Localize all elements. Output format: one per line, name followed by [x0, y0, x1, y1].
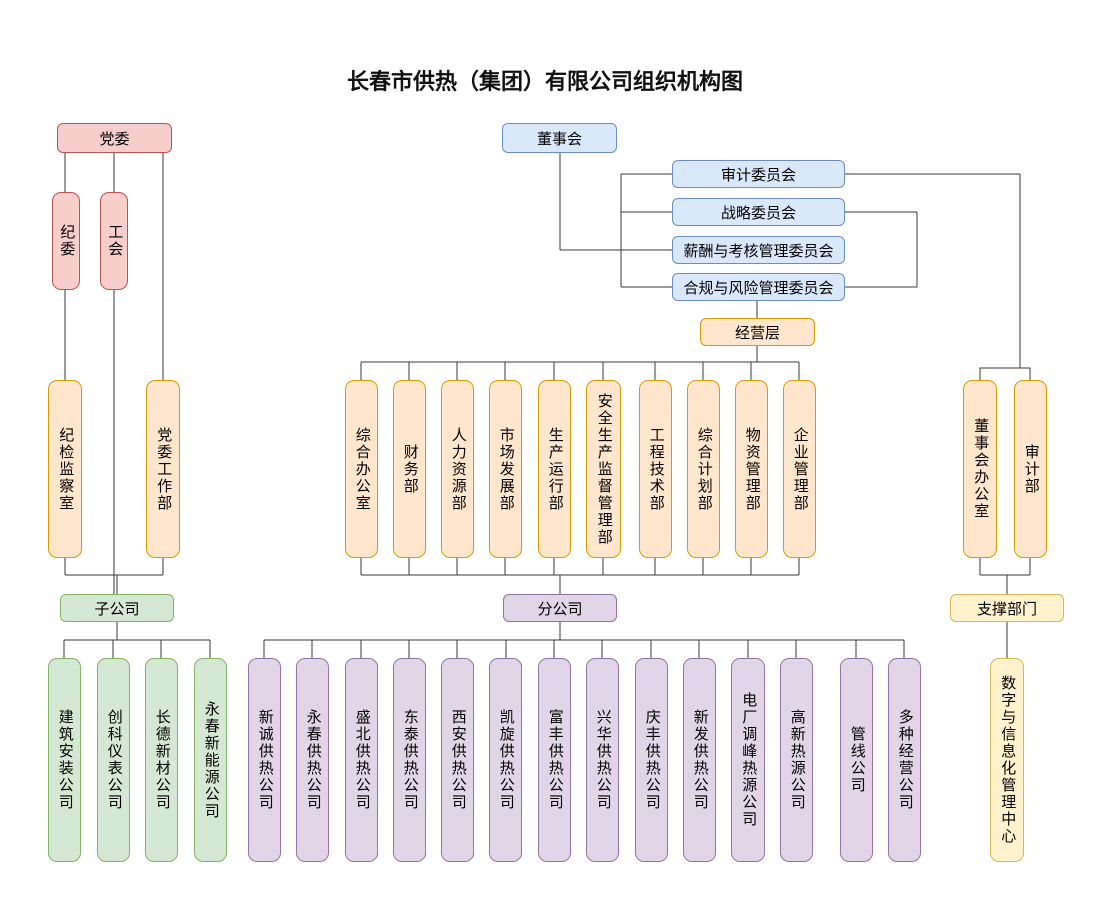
branch-node: 西安供热公司 [441, 658, 474, 862]
branch-node: 多种经营公司 [888, 658, 921, 862]
branch-node: 管线公司 [840, 658, 873, 862]
branch-node: 永春供热公司 [296, 658, 329, 862]
dept-node: 物资管理部 [735, 380, 768, 558]
node-branches-header: 分公司 [503, 594, 617, 622]
chart-title: 长春市供热（集团）有限公司组织机构图 [346, 69, 743, 94]
subsidiary-node: 长德新材公司 [145, 658, 178, 862]
node-party-work-department: 党委工作部 [146, 380, 180, 558]
branch-node: 富丰供热公司 [538, 658, 571, 862]
branch-node: 高新热源公司 [780, 658, 813, 862]
branch-node: 兴华供热公司 [586, 658, 619, 862]
branch-node: 凯旋供热公司 [489, 658, 522, 862]
node-digital-information-center: 数字与信息化管理中心 [990, 658, 1024, 862]
dept-node: 企业管理部 [783, 380, 816, 558]
dept-node: 综合办公室 [345, 380, 378, 558]
branch-node: 电厂调峰热源公司 [731, 658, 765, 862]
node-subsidiaries-header: 子公司 [60, 594, 174, 622]
node-party-committee: 党委 [57, 123, 172, 153]
branch-node: 新发供热公司 [683, 658, 716, 862]
node-audit-department: 审计部 [1014, 380, 1047, 558]
branch-node: 庆丰供热公司 [635, 658, 668, 862]
dept-node: 财务部 [393, 380, 426, 558]
node-strategy-committee: 战略委员会 [672, 198, 845, 226]
subsidiary-node: 创科仪表公司 [97, 658, 130, 862]
node-compensation-committee: 薪酬与考核管理委员会 [672, 236, 845, 264]
branch-node: 东泰供热公司 [393, 658, 426, 862]
node-board-office: 董事会办公室 [963, 380, 997, 558]
branch-node: 新诚供热公司 [248, 658, 281, 862]
node-board-of-directors: 董事会 [502, 123, 617, 153]
node-discipline-committee: 纪委 [52, 192, 80, 290]
subsidiary-node: 建筑安装公司 [48, 658, 81, 862]
subsidiary-node: 永春新能源公司 [194, 658, 227, 862]
dept-node: 市场发展部 [489, 380, 522, 558]
node-support-header: 支撑部门 [950, 594, 1064, 622]
dept-node: 工程技术部 [639, 380, 672, 558]
node-compliance-risk-committee: 合规与风险管理委员会 [672, 273, 845, 301]
dept-node: 生产运行部 [538, 380, 571, 558]
node-management-level: 经营层 [700, 318, 815, 346]
node-labor-union: 工会 [100, 192, 128, 290]
dept-node: 安全生产监督管理部 [586, 380, 621, 558]
dept-node: 人力资源部 [441, 380, 474, 558]
dept-node: 综合计划部 [687, 380, 720, 558]
branch-node: 盛北供热公司 [345, 658, 378, 862]
node-audit-committee: 审计委员会 [672, 160, 845, 188]
node-discipline-inspection-office: 纪检监察室 [48, 380, 82, 558]
